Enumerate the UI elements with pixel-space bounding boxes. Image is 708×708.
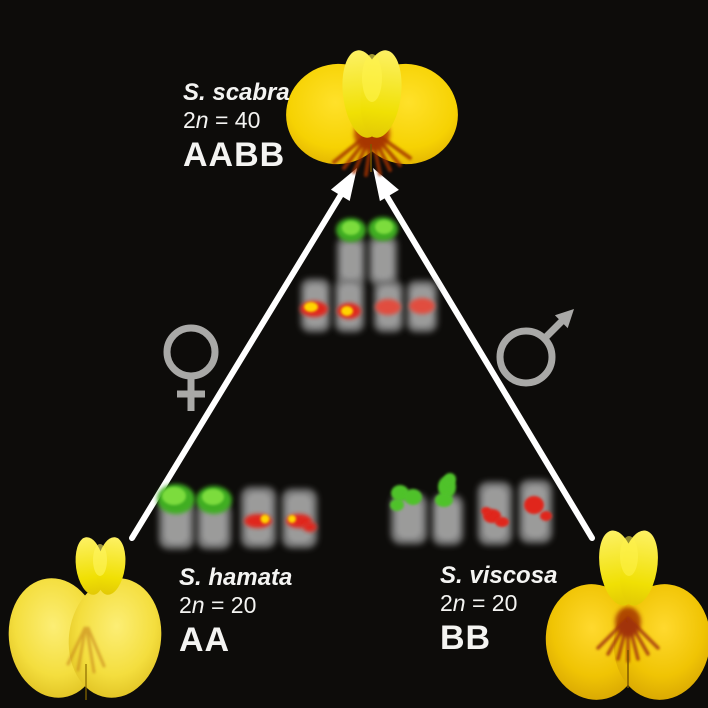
chromosome <box>432 473 463 545</box>
hybrid-species-name: S. scabra <box>183 79 290 106</box>
chromosome <box>157 484 195 549</box>
hybrid-flower-photo <box>286 50 458 177</box>
chromosome <box>335 279 364 332</box>
female-symbol-icon <box>163 324 219 411</box>
hybrid-genome-label: AABB <box>183 136 286 174</box>
paternal-ploidy-label: 2n = 20 <box>440 590 518 616</box>
maternal-species-name: S. hamata <box>179 564 293 591</box>
cross-arrow-right <box>373 168 595 541</box>
paternal-label-block: S. viscosa 2n = 20 BB <box>440 562 558 657</box>
hybrid-fish-panel <box>300 217 437 332</box>
chromosome <box>390 485 427 544</box>
male-symbol-icon <box>496 309 574 387</box>
cross-arrow-left <box>129 168 357 541</box>
paternal-species-name: S. viscosa <box>440 562 558 589</box>
chromosome <box>374 281 403 332</box>
maternal-flower-photo <box>8 537 162 700</box>
chromosome <box>368 217 398 285</box>
maternal-label-block: S. hamata 2n = 20 AA <box>179 564 293 659</box>
paternal-genome-label: BB <box>440 619 492 657</box>
paternal-flower-photo <box>545 530 708 700</box>
maternal-fish-panel <box>157 484 317 549</box>
paternal-fish-panel <box>390 473 552 545</box>
chromosome <box>519 480 552 543</box>
chromosome <box>196 486 232 549</box>
chromosome <box>478 482 512 545</box>
chromosome <box>336 218 366 285</box>
hybrid-label-block: S. scabra 2n = 40 AABB <box>183 79 290 174</box>
hybrid-ploidy-label: 2n = 40 <box>183 107 261 133</box>
maternal-ploidy-label: 2n = 20 <box>179 592 257 618</box>
maternal-genome-label: AA <box>179 621 231 659</box>
chromosome <box>300 279 330 332</box>
chromosome <box>407 281 437 332</box>
chromosome <box>282 489 317 548</box>
chromosome <box>241 487 276 548</box>
